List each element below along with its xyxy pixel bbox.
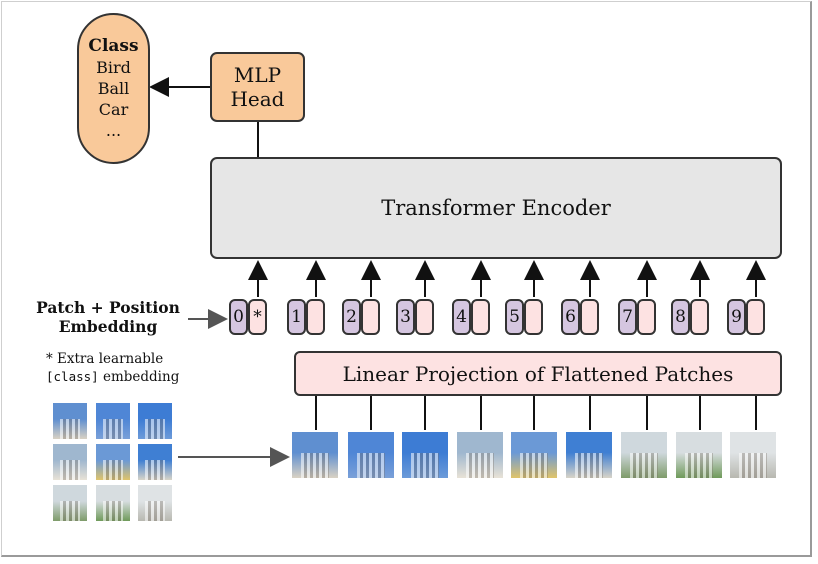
patch-embedding-token-1: [306, 299, 325, 335]
source-grid-patch-3: [138, 403, 172, 439]
position-token-8: 8: [671, 299, 690, 335]
position-token-4: 4: [452, 299, 471, 335]
patch-texture: [102, 501, 124, 521]
patch-texture: [575, 452, 603, 478]
source-grid-patch-2: [96, 403, 130, 439]
patch-position-embedding-label: Patch + Position Embedding: [28, 298, 188, 336]
mlp-head-line1: MLP: [233, 63, 282, 87]
patch-embedding-token-4: [471, 299, 490, 335]
position-token-7: 7: [618, 299, 637, 335]
patch-embedding-token-7: [637, 299, 656, 335]
patch-embedding-token-6: [580, 299, 599, 335]
flattened-patch-3: [402, 432, 448, 478]
linear-projection-label: Linear Projection of Flattened Patches: [342, 361, 734, 386]
extra-note-line2: [class] embedding: [46, 368, 179, 386]
patch-texture: [411, 452, 439, 478]
position-token-1: 1: [287, 299, 306, 335]
source-grid-patch-5: [96, 444, 130, 480]
position-token-3: 3: [396, 299, 415, 335]
patch-texture: [466, 452, 494, 478]
class-item-ellipsis: ...: [105, 121, 122, 140]
patch-texture: [59, 501, 81, 521]
patch-embedding-token-9: [746, 299, 765, 335]
patch-embedding-token-0: *: [248, 299, 267, 335]
transformer-encoder-box: Transformer Encoder: [210, 157, 782, 259]
patch-texture: [102, 419, 124, 439]
class-item-bird: Bird: [96, 58, 131, 77]
patch-texture: [520, 452, 548, 478]
source-grid-patch-9: [138, 485, 172, 521]
patch-texture: [685, 452, 713, 478]
extra-note-rest: embedding: [98, 369, 180, 385]
patch-texture: [144, 419, 166, 439]
patch-texture: [102, 460, 124, 480]
patch-to-projection-lines: [315, 396, 757, 430]
flattened-patch-2: [348, 432, 394, 478]
patch-texture: [144, 501, 166, 521]
class-item-ball: Ball: [97, 79, 130, 98]
source-grid-patch-4: [53, 444, 87, 480]
flattened-patch-7: [621, 432, 667, 478]
flattened-patch-8: [676, 432, 722, 478]
flattened-patch-5: [511, 432, 557, 478]
source-grid-patch-6: [138, 444, 172, 480]
position-token-6: 6: [561, 299, 580, 335]
mlp-head-line2: Head: [230, 87, 285, 111]
position-token-2: 2: [342, 299, 361, 335]
patch-position-line2: Embedding: [58, 317, 158, 336]
class-title: Class: [88, 36, 139, 56]
transformer-encoder-label: Transformer Encoder: [381, 196, 611, 220]
patch-embedding-token-5: [524, 299, 543, 335]
patch-texture: [630, 452, 658, 478]
patch-embedding-token-3: [415, 299, 434, 335]
patch-texture: [59, 460, 81, 480]
flattened-patch-9: [730, 432, 776, 478]
source-grid-patch-8: [96, 485, 130, 521]
extra-class-note: * Extra learnable [class] embedding: [46, 350, 179, 386]
class-token-mono: [class]: [46, 369, 99, 384]
patch-texture: [59, 419, 81, 439]
patch-texture: [144, 460, 166, 480]
class-item-car: Car: [98, 100, 129, 119]
flattened-patch-6: [566, 432, 612, 478]
patch-embedding-token-2: [361, 299, 380, 335]
patch-texture: [739, 452, 767, 478]
mlp-head-box: MLP Head: [210, 52, 305, 122]
diagram-frame: [1, 1, 812, 557]
patch-embedding-token-8: [690, 299, 709, 335]
class-output-box: Class Bird Ball Car ...: [77, 13, 150, 164]
position-token-0: 0: [229, 299, 248, 335]
position-token-5: 5: [505, 299, 524, 335]
extra-note-line1: * Extra learnable: [46, 351, 164, 367]
patch-texture: [357, 452, 385, 478]
flattened-patch-1: [292, 432, 338, 478]
source-grid-patch-1: [53, 403, 87, 439]
patch-position-line1: Patch + Position: [36, 298, 180, 317]
linear-projection-box: Linear Projection of Flattened Patches: [294, 351, 782, 396]
source-grid-patch-7: [53, 485, 87, 521]
flattened-patch-4: [457, 432, 503, 478]
patch-texture: [301, 452, 329, 478]
token-arrows: [248, 260, 766, 297]
position-token-9: 9: [727, 299, 746, 335]
